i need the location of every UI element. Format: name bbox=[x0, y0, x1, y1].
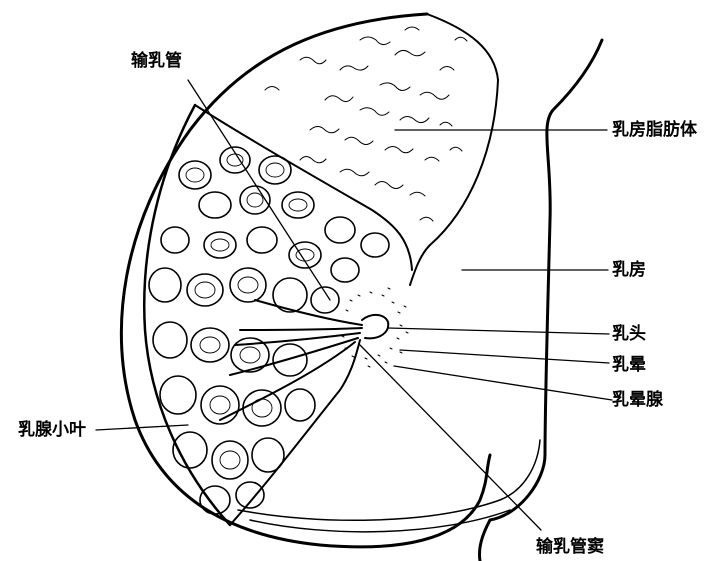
leader-lactiferous-sinus bbox=[360, 345, 541, 530]
chest-wall-line bbox=[479, 40, 602, 561]
label-milk-duct: 输乳管 bbox=[131, 53, 182, 70]
leader-nipple bbox=[388, 328, 609, 334]
leader-milk-duct bbox=[188, 80, 330, 300]
label-lactiferous-sinus: 输乳管窦 bbox=[536, 539, 604, 556]
gland-cut-lower bbox=[230, 340, 360, 525]
label-mammary-lobule: 乳腺小叶 bbox=[18, 422, 86, 439]
leader-areolar-gland bbox=[394, 366, 612, 400]
leader-mammary-lobule bbox=[96, 425, 188, 430]
nipple-shape bbox=[362, 315, 388, 338]
leader-areola bbox=[400, 350, 609, 363]
label-areola: 乳晕 bbox=[612, 357, 646, 374]
label-breast-fat-body: 乳房脂肪体 bbox=[612, 122, 697, 139]
milk-ducts bbox=[220, 300, 362, 420]
label-breast: 乳房 bbox=[612, 262, 646, 279]
breast-skin-upper bbox=[410, 14, 498, 285]
label-nipple: 乳头 bbox=[612, 326, 646, 343]
fat-gland-boundary bbox=[195, 105, 412, 270]
label-areolar-gland: 乳晕腺 bbox=[612, 392, 663, 409]
breast-outline bbox=[121, 14, 490, 547]
